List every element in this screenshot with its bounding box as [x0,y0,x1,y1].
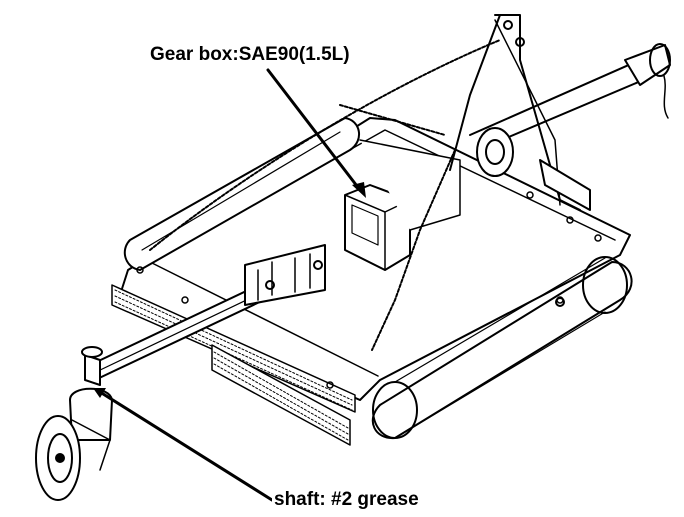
shaft-leader-arrow [93,388,106,398]
gearbox-leader-line [266,68,362,192]
tail-wheel [35,346,113,501]
gearbox-leader-arrow [352,182,366,198]
gearbox [344,139,461,271]
deck-bolts [136,191,602,389]
callout-leaders [93,68,366,502]
three-point-hitch [449,14,591,211]
right-skid [371,256,633,440]
shaft-leader-line [98,390,274,502]
pto-driveshaft [469,43,671,177]
gearbox-oil-label: Gear box:SAE90(1.5L) [148,44,352,66]
chain-guard-front [211,344,351,446]
shaft-grease-label: shaft: #2 grease [272,489,421,511]
arm-bracket [244,244,326,306]
